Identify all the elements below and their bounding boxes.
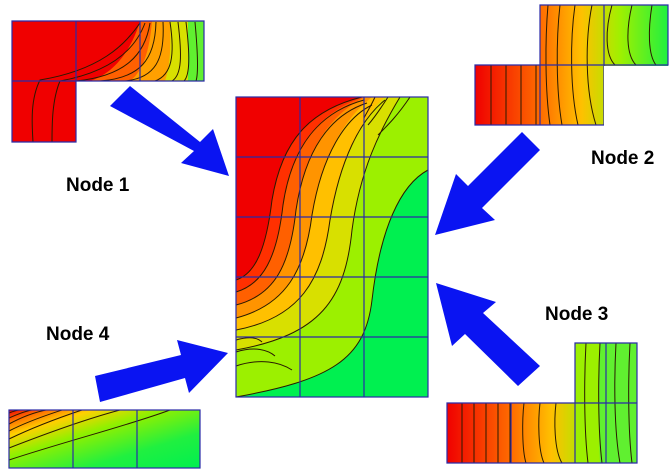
- arrow-node2-to-center: [435, 132, 540, 235]
- node2-block: [474, 4, 670, 126]
- arrow-node3-to-center: [436, 283, 540, 386]
- node3-block: [446, 342, 638, 464]
- center-block: [235, 96, 429, 398]
- node1-block: [11, 20, 205, 143]
- node2-label: Node 2: [591, 148, 655, 169]
- node4-block: [8, 409, 201, 469]
- node3-label: Node 3: [545, 304, 609, 325]
- arrow-node1-to-center: [110, 86, 229, 176]
- node1-label: Node 1: [66, 175, 130, 196]
- node4-label: Node 4: [46, 324, 110, 345]
- arrow-node4-to-center: [95, 340, 228, 402]
